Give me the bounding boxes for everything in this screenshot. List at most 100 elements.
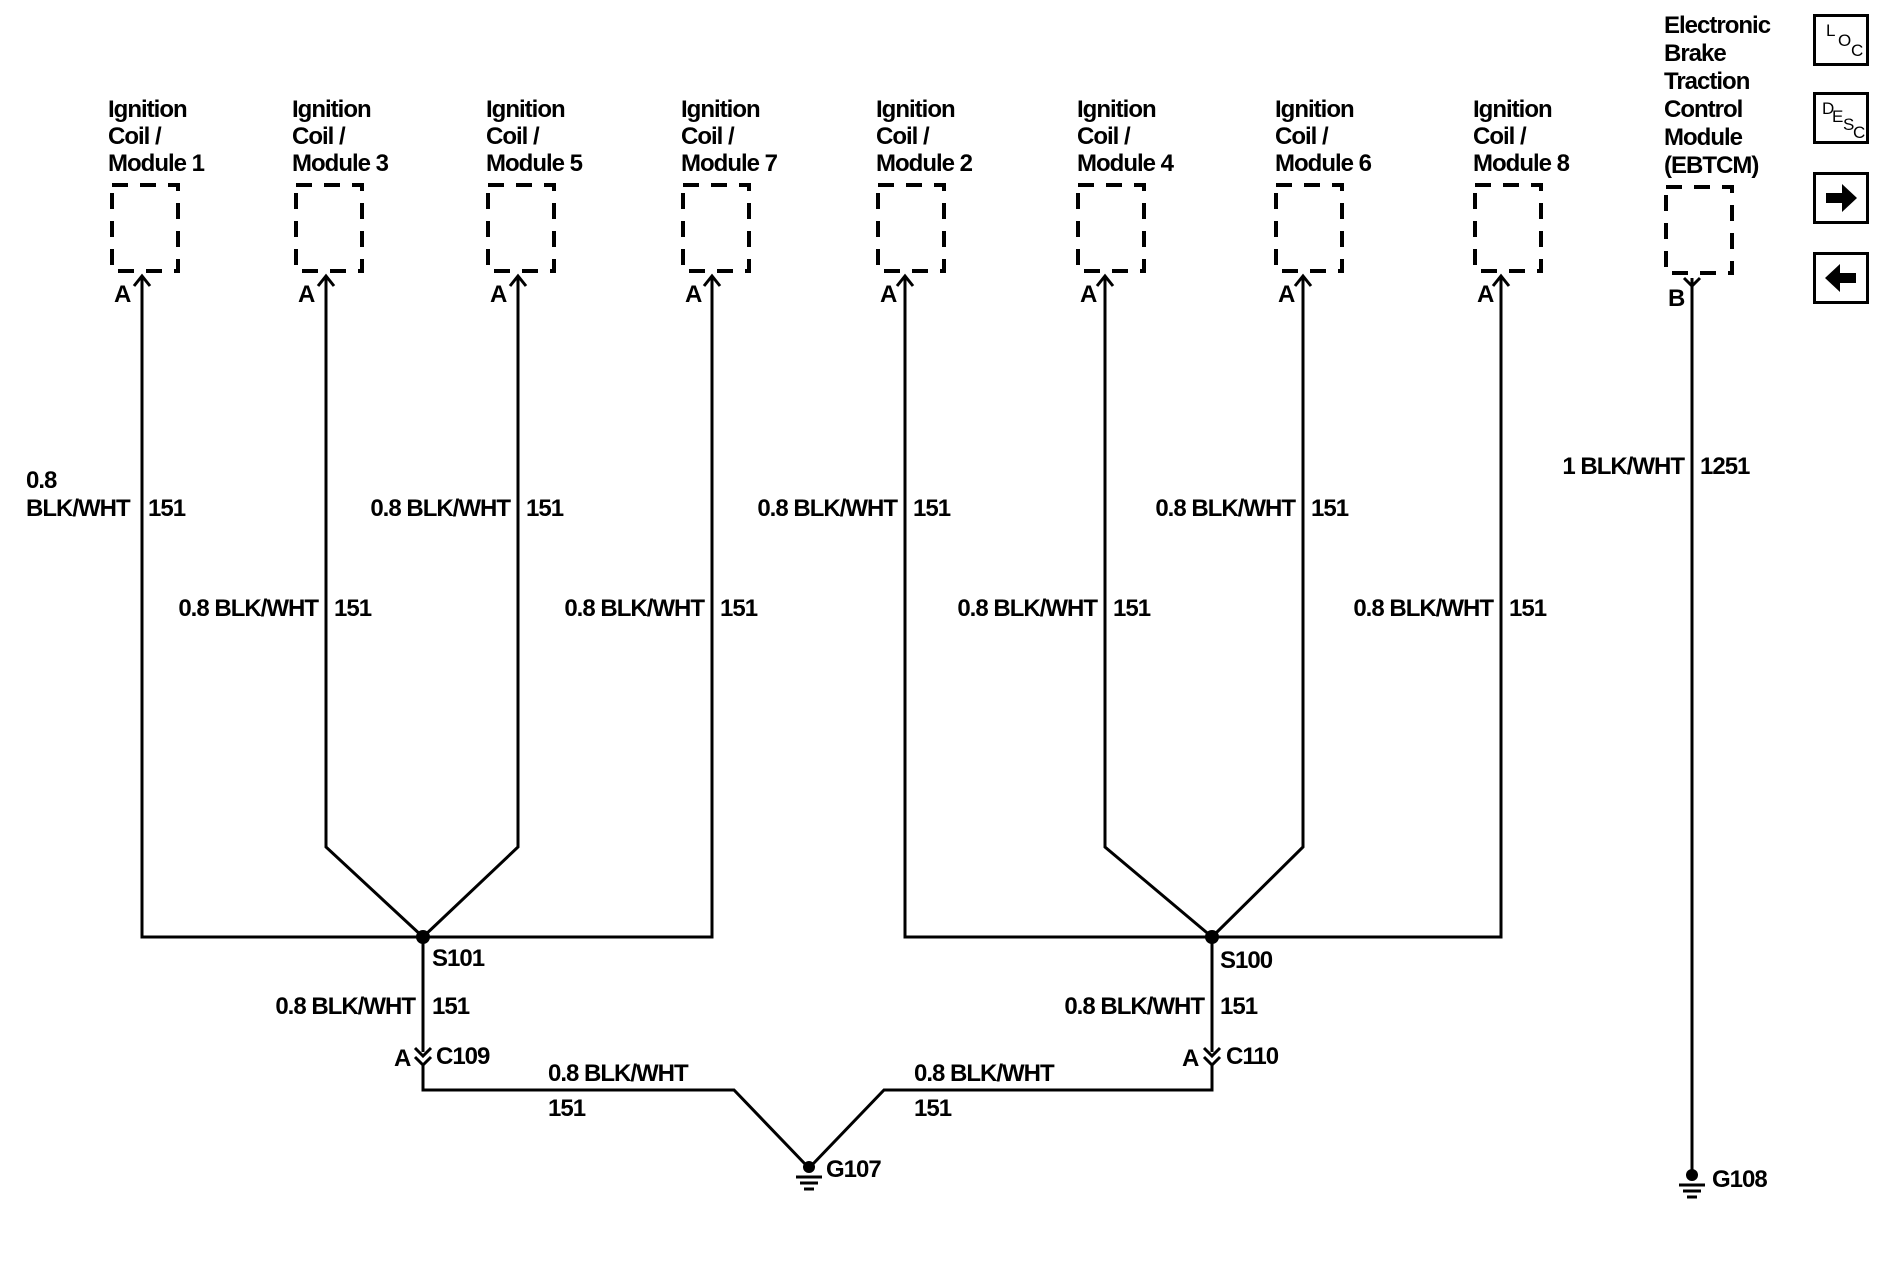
- wire-circuit-label: 151: [914, 1095, 952, 1122]
- loc-letter: O: [1838, 31, 1852, 50]
- splice-dot: [416, 930, 430, 944]
- wire-coil-4: [1103, 276, 1213, 939]
- component-label: Brake: [1664, 40, 1726, 67]
- wire-coil-2: [903, 276, 1212, 939]
- component-label: Coil /: [1077, 123, 1131, 150]
- wire-circuit-label: 151: [1311, 495, 1349, 522]
- wire-size-color-label: 0.8 BLK/WHT: [1155, 495, 1296, 522]
- splice-dot: [1205, 930, 1219, 944]
- ground-label: G108: [1712, 1166, 1767, 1193]
- pin-label: A: [1278, 281, 1295, 308]
- ebtcm-harness[interactable]: G108: [1679, 278, 1768, 1199]
- pin-label: A: [880, 281, 897, 308]
- right-arrow-icon: [1826, 184, 1857, 212]
- component-coil-module-5[interactable]: Ignition Coil / Module 5 A: [486, 96, 584, 308]
- ground-harness[interactable]: [421, 1065, 1214, 1167]
- component-box: [1076, 183, 1146, 273]
- component-label: Traction: [1664, 68, 1750, 95]
- component-label: Module 1: [108, 150, 205, 177]
- wire-size-color-label: 0.8 BLK/WHT: [370, 495, 511, 522]
- ground-label: G107: [826, 1156, 881, 1183]
- connector-c109[interactable]: A C109: [394, 1043, 491, 1072]
- component-box: [1274, 183, 1344, 273]
- back-button[interactable]: [1813, 252, 1869, 304]
- wire-size-color-label: 0.8 BLK/WHT: [1353, 595, 1494, 622]
- desc-letter: D: [1822, 99, 1835, 118]
- ground-g107[interactable]: G107: [796, 1156, 882, 1191]
- component-coil-module-8[interactable]: Ignition Coil / Module 8 A: [1473, 96, 1571, 308]
- component-label: Ignition: [876, 96, 955, 123]
- left-harness[interactable]: [140, 276, 714, 1052]
- wire-left-ground: [421, 1065, 808, 1167]
- wire-right-ground: [810, 1065, 1214, 1167]
- component-coil-module-3[interactable]: Ignition Coil / Module 3 A: [292, 96, 390, 308]
- wire-size-color-label: 0.8 BLK/WHT: [957, 595, 1098, 622]
- right-harness[interactable]: [903, 276, 1503, 1052]
- location-button[interactable]: L O C: [1813, 14, 1869, 66]
- component-label: (EBTCM): [1664, 152, 1758, 179]
- wire-circuit-label: 151: [526, 495, 564, 522]
- wire-coil-3: [324, 276, 425, 939]
- splice-label: S100: [1220, 947, 1273, 974]
- component-label: Electronic: [1664, 12, 1771, 39]
- component-label: Module 5: [486, 150, 583, 177]
- component-coil-module-2[interactable]: Ignition Coil / Module 2 A: [876, 96, 974, 308]
- component-coil-module-6[interactable]: Ignition Coil / Module 6 A: [1274, 96, 1373, 308]
- connector-pin-label: A: [1182, 1045, 1199, 1072]
- component-label: Control: [1664, 96, 1742, 123]
- component-box: [681, 183, 751, 273]
- wire-circuit-label: 151: [148, 495, 186, 522]
- connector-name: C109: [436, 1043, 490, 1070]
- desc-letter: S: [1843, 115, 1855, 134]
- pin-label: A: [1080, 281, 1097, 308]
- component-coil-module-1[interactable]: Ignition Coil / Module 1 A: [108, 96, 206, 308]
- component-label: Coil /: [1275, 123, 1329, 150]
- component-label: Module 4: [1077, 150, 1175, 177]
- component-label: Coil /: [108, 123, 162, 150]
- wire-size-color-label: 0.8 BLK/WHT: [1064, 993, 1205, 1020]
- connector-chevron-icon: [1202, 1055, 1222, 1068]
- ground-dot: [1686, 1169, 1698, 1181]
- pin-label: A: [114, 281, 131, 308]
- component-box: [486, 183, 556, 273]
- wire-circuit-label: 151: [334, 595, 372, 622]
- wire-size-color-label: 0.8 BLK/WHT: [914, 1060, 1055, 1087]
- wire-circuit-label: 151: [720, 595, 758, 622]
- desc-letter: E: [1832, 107, 1844, 126]
- wire-circuit-label: 151: [913, 495, 951, 522]
- pin-arrows: [132, 273, 1702, 289]
- pin-label: A: [685, 281, 702, 308]
- forward-button[interactable]: [1813, 172, 1869, 224]
- connector-chevron-icon: [1202, 1046, 1222, 1059]
- wire-coil-5: [421, 276, 520, 939]
- component-label: Module 8: [1473, 150, 1570, 177]
- component-label: Ignition: [681, 96, 760, 123]
- wire-circuit-label: 151: [432, 993, 470, 1020]
- component-coil-module-7[interactable]: Ignition Coil / Module 7 A: [681, 96, 779, 308]
- connector-chevron-icon: [413, 1055, 433, 1068]
- component-label: Coil /: [1473, 123, 1527, 150]
- component-label: Ignition: [292, 96, 371, 123]
- component-label: Coil /: [876, 123, 930, 150]
- connector-chevron-icon: [413, 1046, 433, 1059]
- wire-circuit-label: 151: [1113, 595, 1151, 622]
- description-button[interactable]: D E S C: [1813, 92, 1869, 144]
- loc-letter: L: [1826, 21, 1836, 40]
- wire-size-color-label: 0.8 BLK/WHT: [178, 595, 319, 622]
- component-label: Ignition: [1473, 96, 1552, 123]
- wire-labels: 0.8 BLK/WHT 151 0.8 BLK/WHT 151 0.8 BLK/…: [26, 453, 1751, 1122]
- wire-circuit-label: 151: [548, 1095, 586, 1122]
- wire-circuit-label: 151: [1220, 993, 1258, 1020]
- splice-label: S101: [432, 945, 485, 972]
- desc-letter: C: [1853, 123, 1866, 142]
- component-label: Module 3: [292, 150, 389, 177]
- component-coil-module-4[interactable]: Ignition Coil / Module 4 A: [1076, 96, 1176, 308]
- connector-c110[interactable]: A C110: [1182, 1043, 1280, 1072]
- wire-size-color-label: 1 BLK/WHT: [1562, 453, 1685, 480]
- pin-label: B: [1668, 285, 1685, 312]
- component-label: Module 7: [681, 150, 778, 177]
- wire-circuit-label: 151: [1509, 595, 1547, 622]
- component-ebtcm[interactable]: Electronic Brake Traction Control Module…: [1664, 12, 1772, 312]
- wire-coil-1: [140, 276, 423, 939]
- component-label: Module 6: [1275, 150, 1372, 177]
